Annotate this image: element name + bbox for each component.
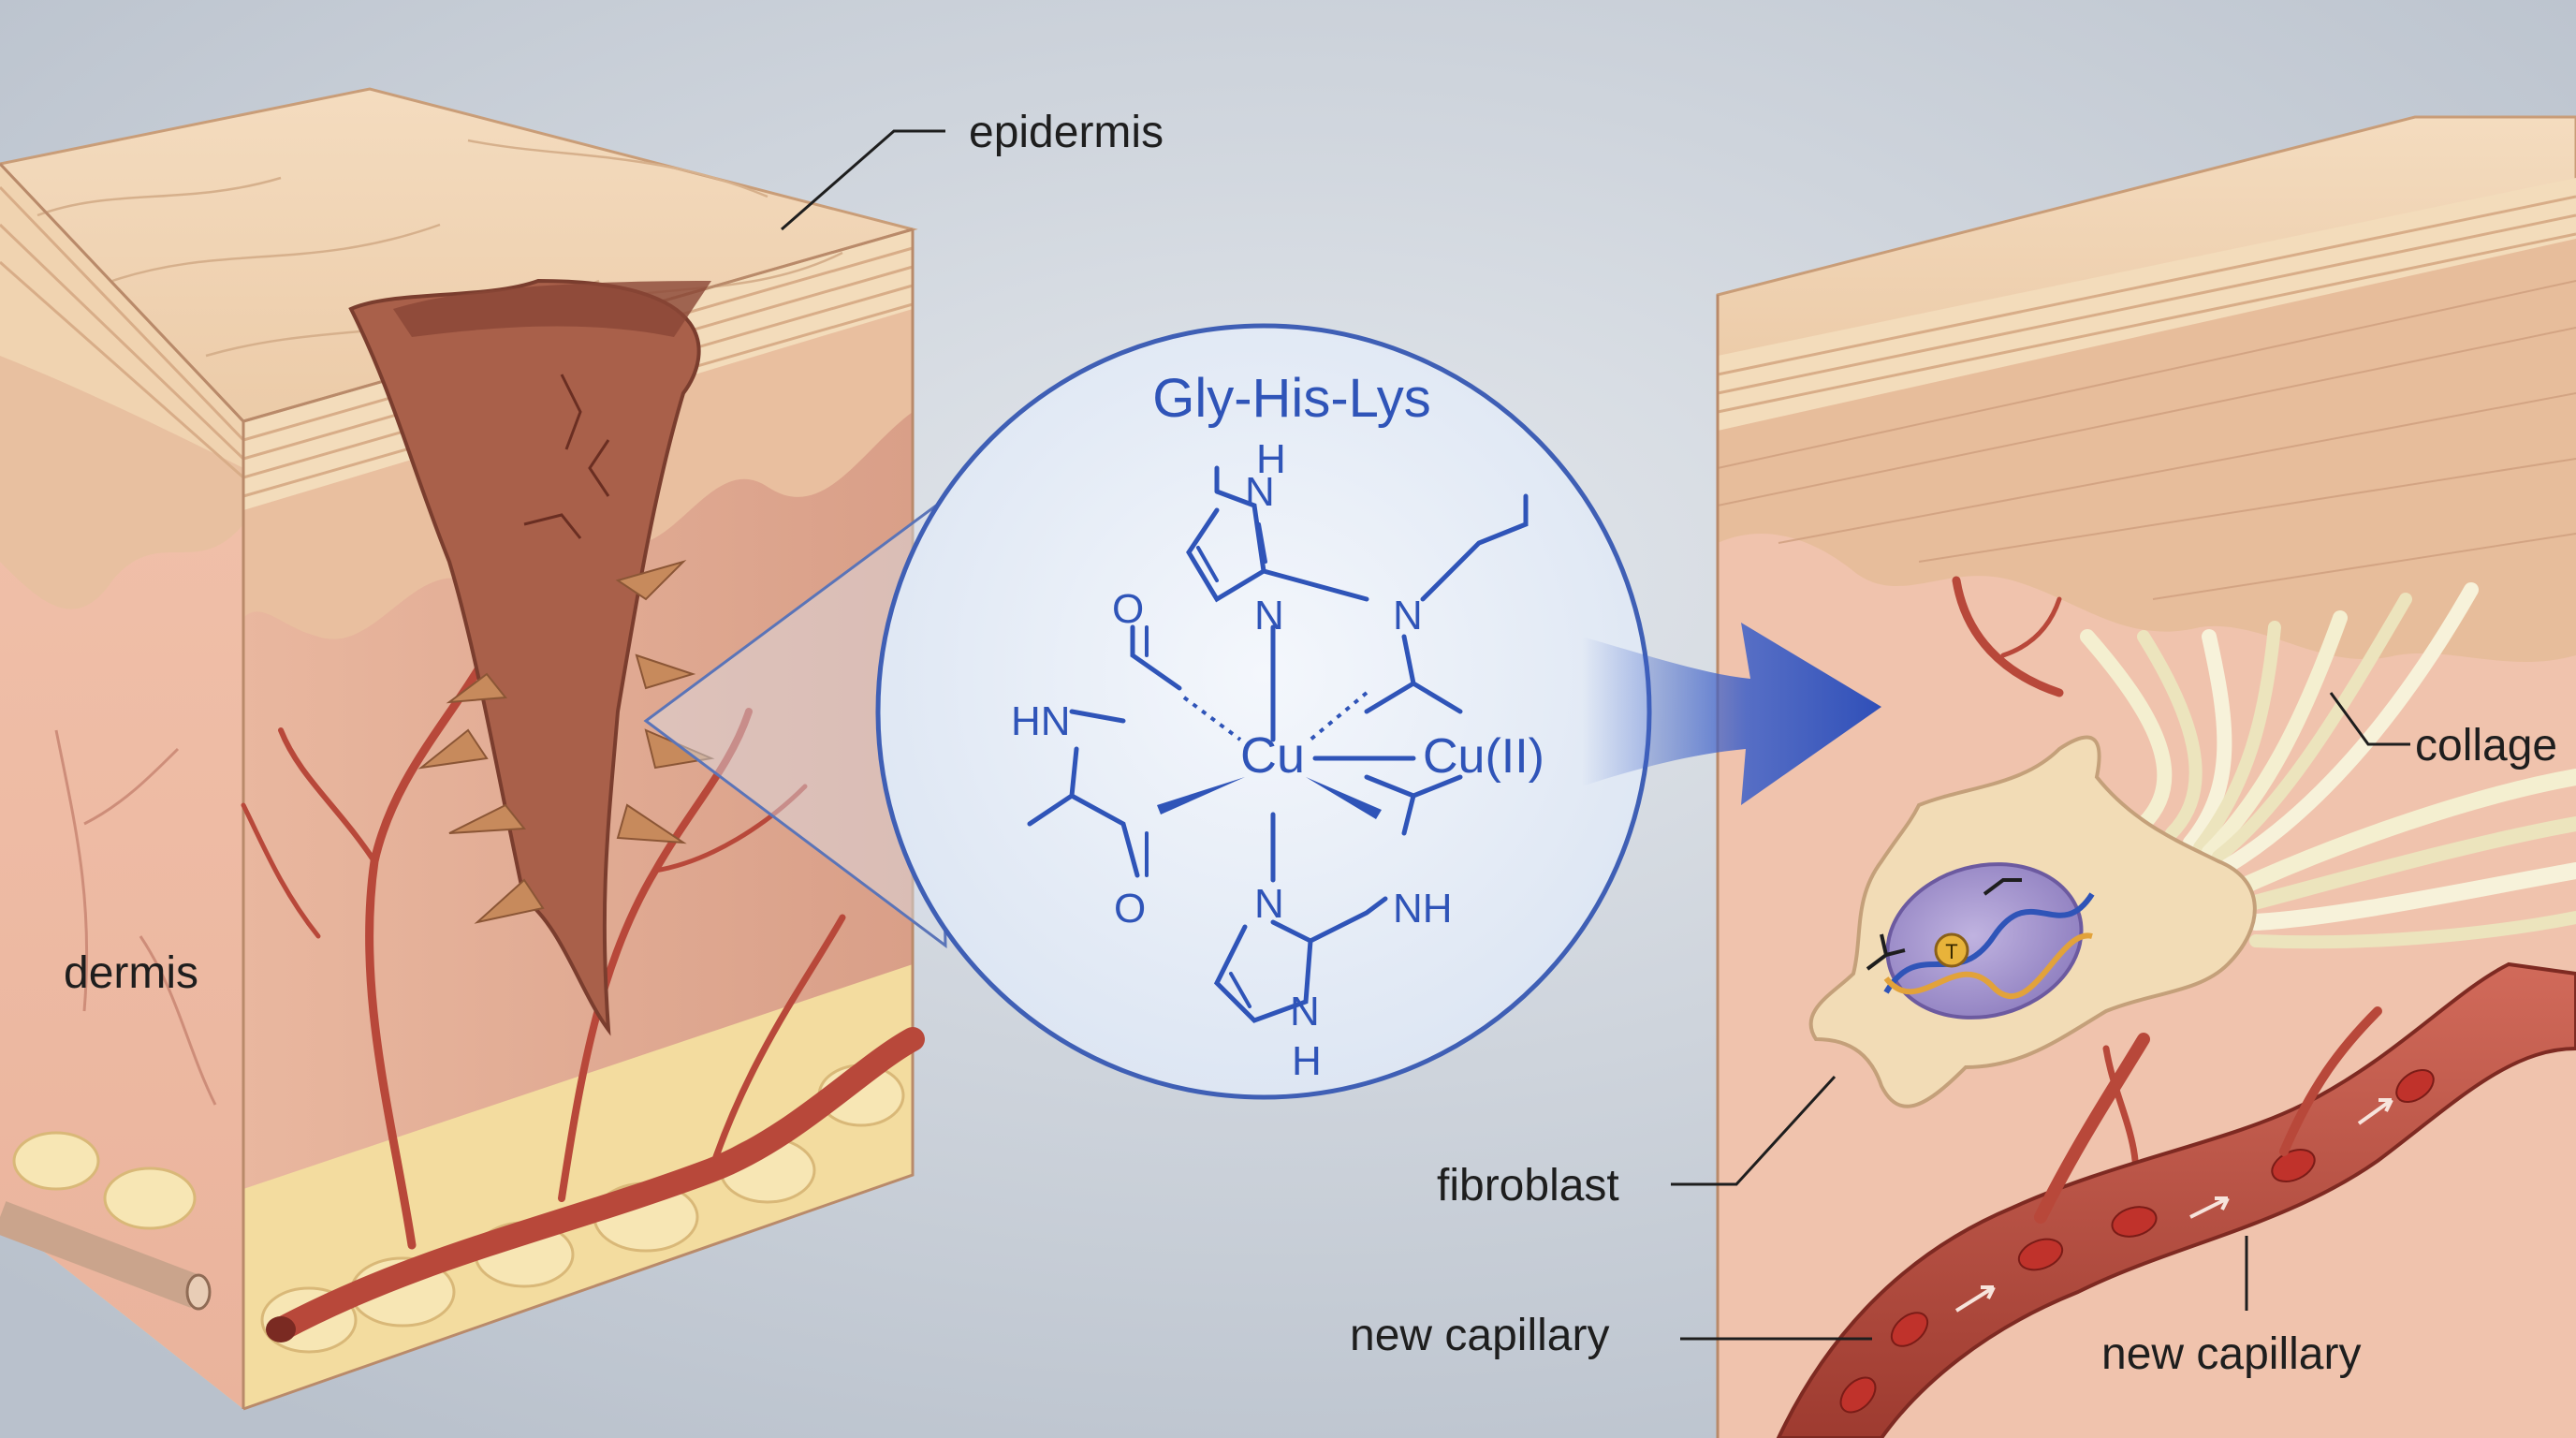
- right-epidermis: [1718, 239, 2576, 663]
- atom-n-ring-top: N: [1245, 469, 1275, 515]
- right-skin-block: T: [1716, 115, 2576, 1438]
- collagen-fibers: [2080, 582, 2576, 949]
- capillary-branch: [2034, 1033, 2150, 1224]
- left-stratum-front: [0, 164, 243, 468]
- atom-o-top: O: [1112, 586, 1144, 632]
- atom-h-top: H: [1256, 436, 1286, 482]
- label-epidermis: epidermis: [969, 108, 1164, 157]
- molecule-title: Gly-His-Lys: [1152, 368, 1431, 429]
- atom-n-ring-bottom: N: [1290, 989, 1320, 1034]
- fibroblast-nucleus: [1885, 862, 2084, 1020]
- molecule-wedges: [1157, 691, 1382, 819]
- label-collagen: collage: [2415, 721, 2557, 770]
- label-new-capillary-left: new capillary: [1350, 1311, 1609, 1360]
- atom-n-ring-bottom-coord: N: [1254, 881, 1284, 927]
- label-fibroblast: fibroblast: [1437, 1161, 1619, 1211]
- atom-o-bottom: O: [1114, 886, 1146, 932]
- metal-center: Cu: [1240, 727, 1305, 784]
- atom-hn-left: HN: [1011, 698, 1071, 744]
- front-faint-vessels: [54, 729, 217, 1106]
- atom-h-bottom: H: [1292, 1038, 1322, 1084]
- wound-fibers: [417, 559, 715, 924]
- molecule-text: Gly-His-Lys H N N N O HN Cu Cu(II) O N N…: [1011, 368, 1544, 1084]
- atom-nh-right: NH: [1393, 886, 1453, 932]
- dna-helix: T: [1866, 878, 2095, 999]
- molecule-structure: [1027, 465, 1529, 1023]
- wound-cracks: [523, 374, 610, 539]
- new-capillary-vessel: [1776, 961, 2576, 1438]
- atom-n-ring-top-coord: N: [1254, 593, 1284, 638]
- left-skin-block: [0, 87, 925, 1411]
- left-vessels: [241, 578, 925, 1342]
- ion-label: Cu(II): [1423, 729, 1544, 784]
- transition-arrow: [1582, 623, 1881, 805]
- dna-marker: T: [1945, 940, 1957, 963]
- front-vessel-tube: [0, 1201, 212, 1311]
- leader-lines: [781, 129, 2410, 1341]
- atom-n-right: N: [1393, 593, 1423, 638]
- vessel-opening: [266, 1316, 296, 1343]
- capillary-branch-2: [2279, 1006, 2382, 1156]
- label-dermis: dermis: [64, 948, 198, 998]
- label-new-capillary-right: new capillary: [2101, 1329, 2361, 1379]
- flow-arrows: [1954, 1098, 2393, 1313]
- right-stratum: [1718, 178, 2576, 440]
